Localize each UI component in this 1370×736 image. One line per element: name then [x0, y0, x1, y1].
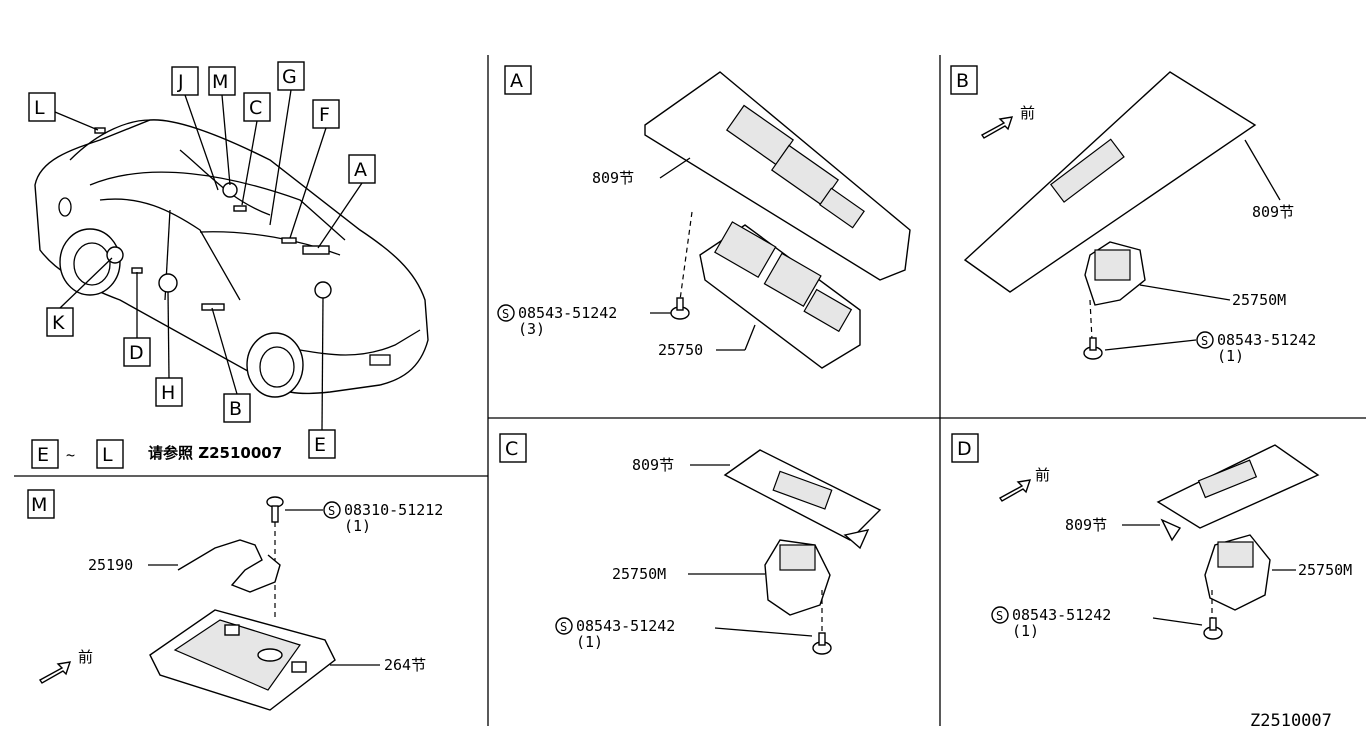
- svg-text:264节: 264节: [384, 656, 426, 674]
- svg-text:M: M: [212, 71, 228, 93]
- range-note: E ~ L 请参照 Z2510007: [31, 439, 282, 469]
- section-D: D 809节 25750M S 08543-51242 (1) 前: [951, 433, 1352, 640]
- svg-text:前: 前: [78, 648, 93, 666]
- svg-text:25750M: 25750M: [1298, 561, 1352, 579]
- callout-B: B: [211, 307, 251, 423]
- svg-text:08543-51242: 08543-51242: [518, 304, 617, 322]
- callout-D: D: [123, 272, 151, 367]
- svg-text:E: E: [37, 444, 49, 466]
- svg-text:(1): (1): [344, 517, 371, 535]
- svg-text:C: C: [249, 97, 262, 119]
- svg-text:(1): (1): [1217, 347, 1244, 365]
- svg-text:M: M: [31, 494, 47, 516]
- svg-text:前: 前: [1035, 466, 1050, 484]
- svg-text:25750M: 25750M: [612, 565, 666, 583]
- svg-text:S: S: [328, 504, 335, 518]
- svg-text:B: B: [956, 70, 969, 92]
- svg-text:S: S: [502, 307, 509, 321]
- callout-C: C: [241, 92, 271, 206]
- svg-text:S: S: [560, 620, 567, 634]
- svg-text:前: 前: [1020, 104, 1035, 122]
- callout-E: E: [308, 297, 336, 459]
- svg-text:(1): (1): [1012, 622, 1039, 640]
- svg-text:请参照 Z2510007: 请参照 Z2510007: [148, 444, 282, 462]
- diagram-id: Z2510007: [1250, 711, 1332, 731]
- car-callouts: L J M C G F A K D H B E: [28, 61, 376, 459]
- svg-text:D: D: [129, 342, 144, 364]
- svg-text:E: E: [314, 434, 326, 456]
- section-M: M S 08310-51212 (1) 25190 264节 前: [27, 489, 443, 711]
- svg-text:L: L: [34, 97, 45, 119]
- callout-G: G: [269, 61, 305, 226]
- section-B: B 809节 25750M S 08543-51242 (1) 前: [950, 65, 1316, 365]
- section-A: A 809节 S 08543-51242 (3) 25750: [497, 65, 911, 369]
- callout-K: K: [46, 257, 113, 337]
- svg-text:(1): (1): [576, 633, 603, 651]
- callout-A: A: [317, 154, 376, 249]
- callout-L: L: [28, 92, 99, 131]
- callout-H: H: [155, 291, 183, 407]
- svg-text:08543-51242: 08543-51242: [1012, 606, 1111, 624]
- svg-text:L: L: [102, 444, 113, 466]
- svg-text:F: F: [319, 104, 330, 126]
- svg-text:08543-51242: 08543-51242: [576, 617, 675, 635]
- svg-text:08543-51242: 08543-51242: [1217, 331, 1316, 349]
- svg-text:809节: 809节: [1065, 516, 1107, 534]
- car-overview: [34, 119, 429, 398]
- svg-text:A: A: [354, 159, 367, 181]
- svg-text:J: J: [177, 71, 184, 93]
- svg-text:D: D: [957, 438, 972, 460]
- svg-text:809节: 809节: [632, 456, 674, 474]
- callout-F: F: [289, 99, 340, 239]
- svg-text:809节: 809节: [592, 169, 634, 187]
- callout-J: J: [171, 66, 219, 191]
- svg-text:(3): (3): [518, 320, 545, 338]
- svg-text:809节: 809节: [1252, 203, 1294, 221]
- svg-text:25750M: 25750M: [1232, 291, 1286, 309]
- svg-text:25190: 25190: [88, 556, 133, 574]
- panel-dividers: [14, 55, 1366, 726]
- svg-text:25750: 25750: [658, 341, 703, 359]
- svg-text:S: S: [996, 609, 1003, 623]
- svg-text:K: K: [52, 312, 65, 334]
- svg-text:B: B: [229, 398, 242, 420]
- svg-text:08310-51212: 08310-51212: [344, 501, 443, 519]
- svg-text:H: H: [161, 382, 175, 404]
- svg-text:A: A: [510, 70, 523, 92]
- callout-M: M: [208, 66, 236, 186]
- svg-text:G: G: [282, 66, 297, 88]
- svg-text:S: S: [1201, 334, 1208, 348]
- svg-text:~: ~: [66, 446, 75, 464]
- section-C: C 809节 25750M S 08543-51242 (1): [499, 433, 882, 655]
- svg-text:C: C: [505, 438, 518, 460]
